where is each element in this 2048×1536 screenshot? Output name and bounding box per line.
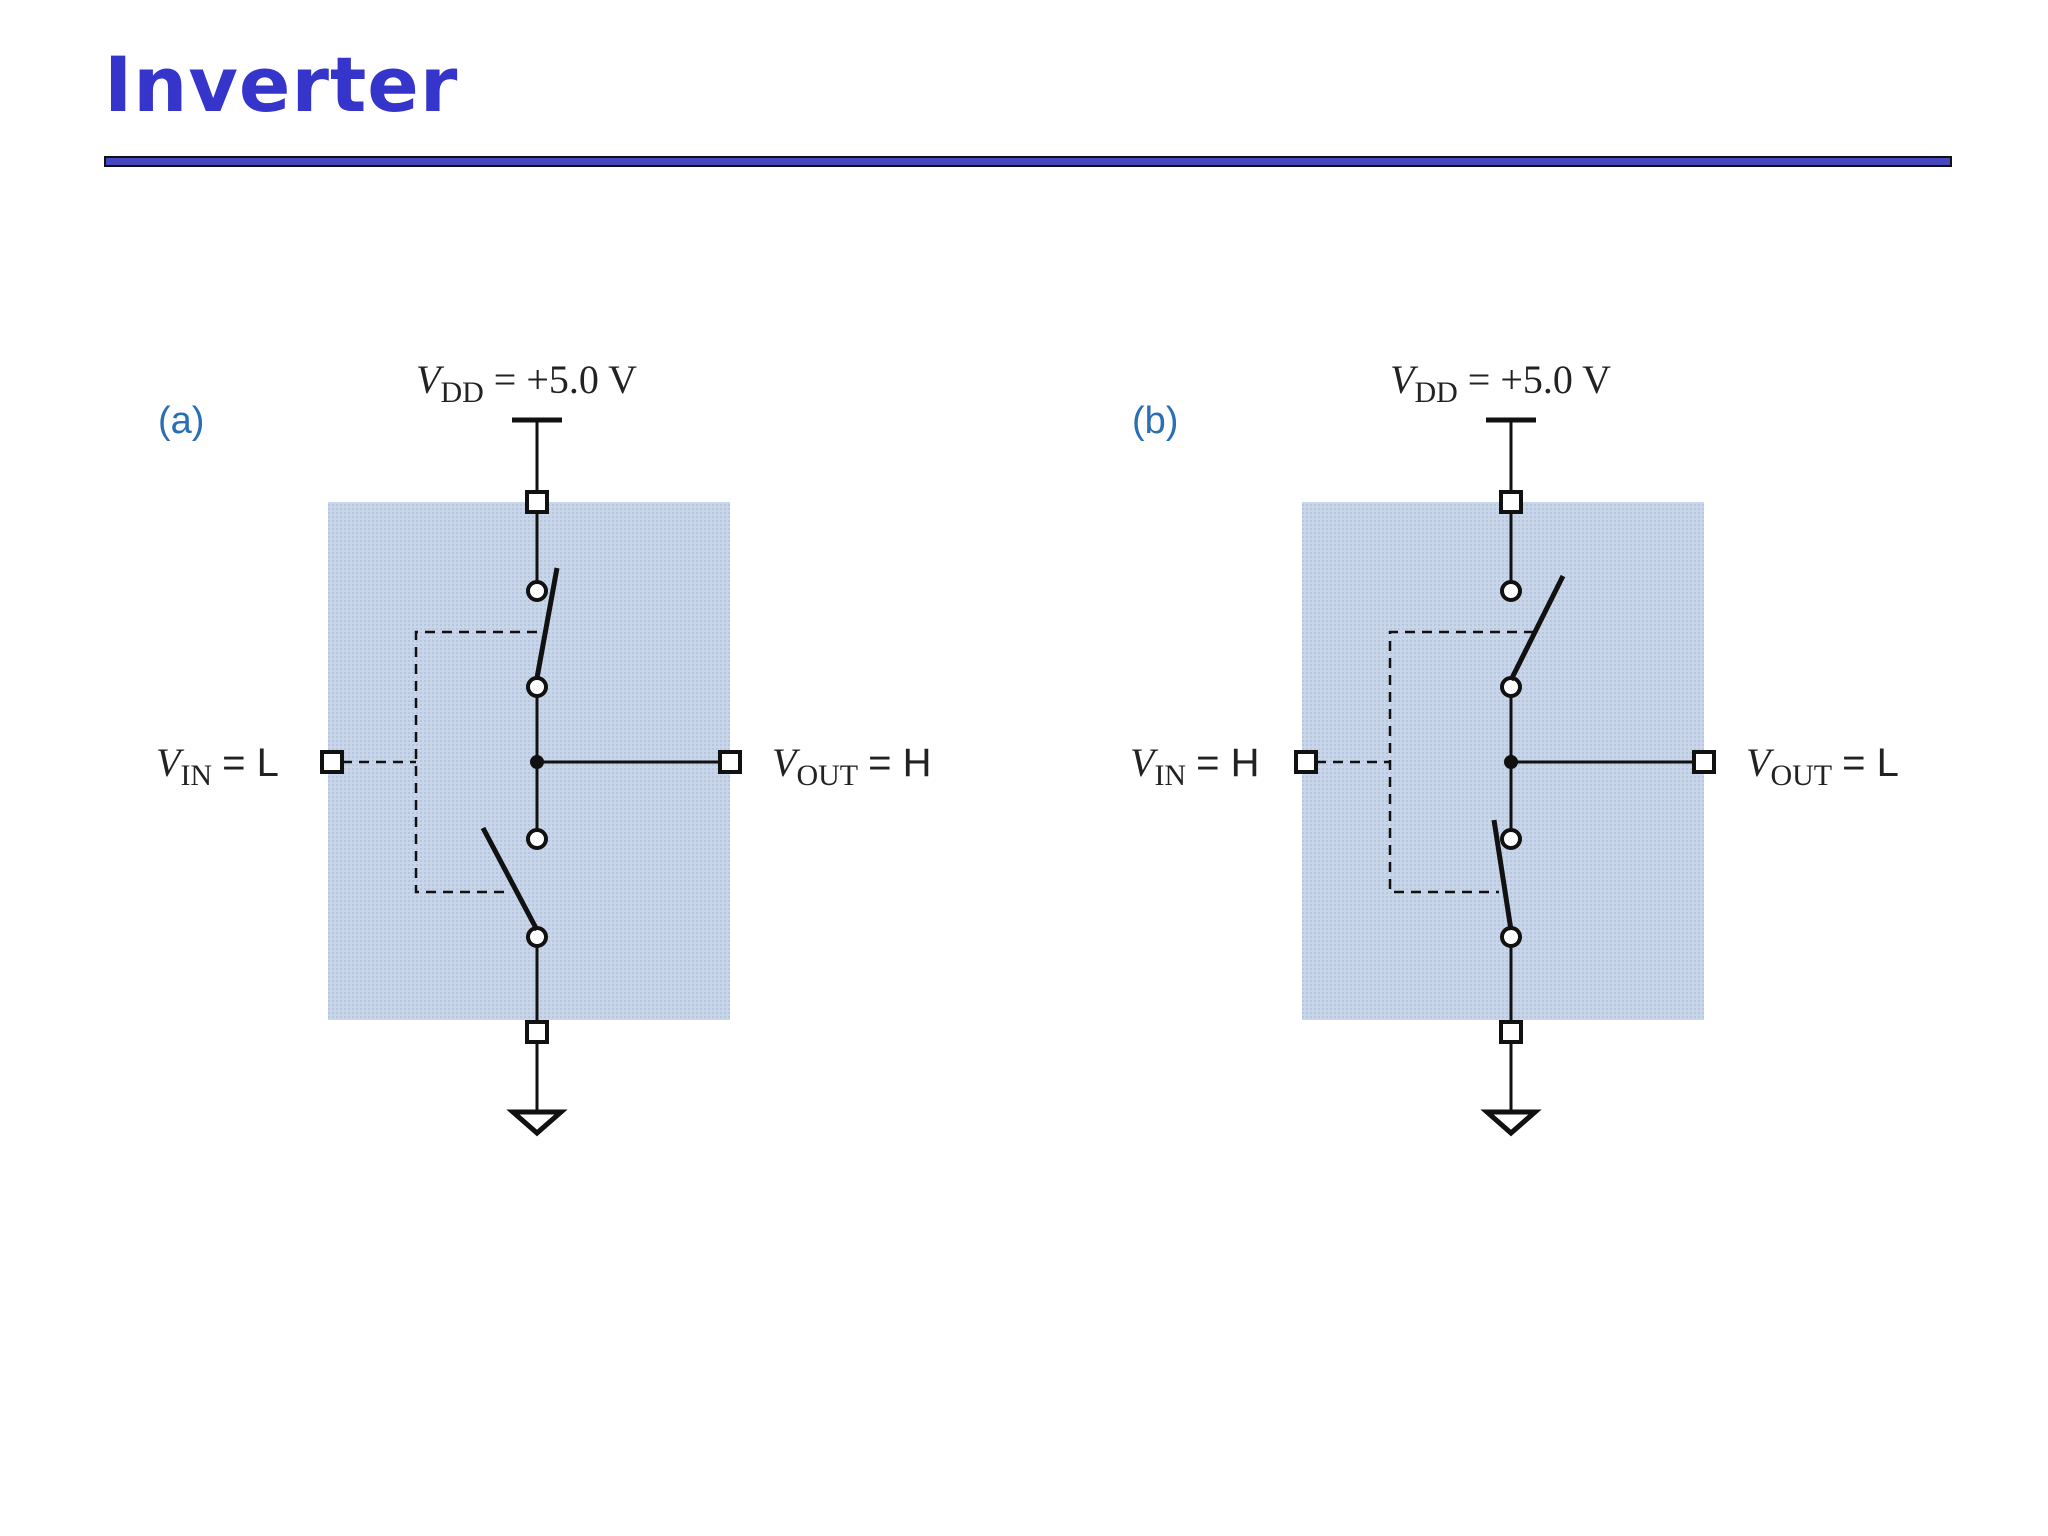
- vout-label: VOUT = H: [772, 740, 932, 792]
- page-title: Inverter: [104, 40, 459, 129]
- vdd-terminal: [525, 490, 549, 514]
- top-switch-contact-1: [1500, 580, 1522, 602]
- control-dashed-bracket: [1388, 630, 1534, 894]
- top-switch-blade: [1508, 574, 1566, 682]
- top-switch-contact-2: [526, 676, 548, 698]
- bottom-switch-contact-2: [1500, 926, 1522, 948]
- vout-terminal: [718, 750, 742, 774]
- vin-label: VIN = L: [156, 740, 279, 792]
- vin-terminal: [320, 750, 344, 774]
- bottom-switch-contact-2: [526, 926, 548, 948]
- vdd-label: VDD = +5.0 V: [416, 357, 638, 409]
- panel-letter: (b): [1132, 400, 1179, 442]
- circuit-diagram-a: [320, 417, 742, 1137]
- vout-label: VOUT = L: [1746, 740, 1899, 792]
- top-switch-contact-1: [526, 580, 548, 602]
- bottom-switch-blade: [480, 826, 540, 932]
- circuit-diagram-b: [1294, 417, 1716, 1137]
- title-underline: [104, 156, 1952, 167]
- top-switch-contact-2: [1500, 676, 1522, 698]
- vin-label: VIN = H: [1130, 740, 1260, 792]
- gnd-terminal: [1499, 1020, 1523, 1044]
- top-switch-blade: [534, 567, 560, 679]
- vin-terminal: [1294, 750, 1318, 774]
- vdd-terminal: [1499, 490, 1523, 514]
- control-dashed-bracket: [414, 630, 537, 894]
- ground-symbol: [1480, 1109, 1542, 1137]
- bottom-switch-contact-1: [526, 828, 548, 850]
- ground-symbol: [506, 1109, 568, 1137]
- circuit-panel-b: (b) VDD = +5.0 V VIN = H VOUT = L: [1074, 340, 1974, 1160]
- bottom-switch-blade: [1491, 819, 1514, 931]
- bottom-switch-contact-1: [1500, 828, 1522, 850]
- vdd-label: VDD = +5.0 V: [1390, 357, 1612, 409]
- panel-letter: (a): [158, 400, 205, 442]
- gnd-terminal: [525, 1020, 549, 1044]
- circuit-panel-a: (a) VDD = +5.0 V VIN = L VOUT = H: [100, 340, 1000, 1160]
- vout-terminal: [1692, 750, 1716, 774]
